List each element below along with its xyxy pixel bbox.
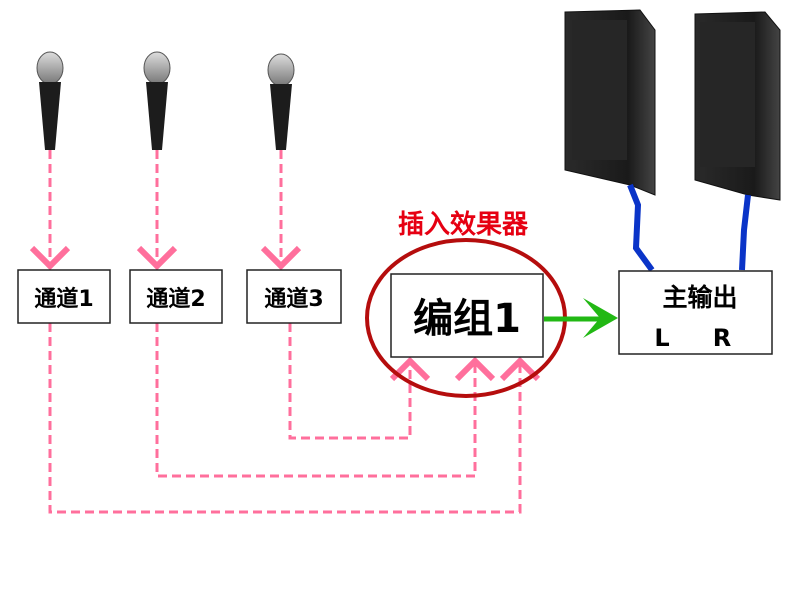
speaker-left: [564, 9, 656, 196]
output-arrow: [544, 298, 618, 338]
insert-effects-label: 插入效果器: [398, 209, 529, 240]
channel3-to-group-line: [288, 323, 431, 440]
channel2-to-group-line: [155, 323, 496, 478]
group-1-box: 编组1: [390, 273, 544, 358]
channel1-to-group-line: [48, 323, 541, 514]
channel-3-box: 通道3: [246, 269, 342, 324]
main-output-box: 主输出 L R: [618, 270, 773, 355]
microphone-1: [36, 51, 64, 150]
channel-2-box: 通道2: [129, 269, 223, 324]
speaker-right: [694, 11, 781, 201]
speaker-cable-right: [739, 194, 751, 271]
channel-3-label: 通道3: [264, 286, 323, 312]
channel-1-box: 通道1: [17, 269, 111, 324]
group-1-label: 编组1: [413, 296, 521, 342]
speaker-cable-left: [627, 183, 655, 272]
main-output-right-label: R: [713, 324, 731, 352]
main-output-left-label: L: [654, 324, 669, 352]
channel-2-label: 通道2: [146, 286, 205, 312]
main-output-label: 主输出: [662, 283, 737, 312]
microphone-3: [267, 53, 295, 150]
microphone-2: [143, 51, 171, 150]
channel-1-label: 通道1: [34, 286, 93, 312]
